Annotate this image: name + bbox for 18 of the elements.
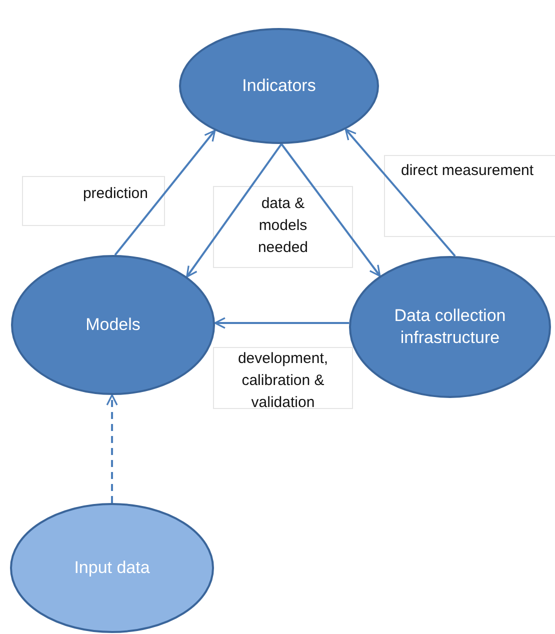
node-label: Data collection infrastructure [394,305,506,349]
node-label: Input data [74,557,150,579]
arrow [214,317,350,329]
edge-label: development, calibration & validation [213,347,353,409]
ellipse-node [179,28,379,144]
edge-label: direct measurement [384,155,555,237]
ellipse-node [349,256,551,398]
ellipse-node [10,503,214,633]
arrow [280,143,381,277]
edge-label: prediction [22,176,165,226]
arrow [114,130,216,256]
arrow [106,394,118,503]
ellipse-node [11,255,215,395]
arrow [186,143,282,278]
node-label: Indicators [242,75,316,97]
node-label: Models [86,314,140,336]
arrow [344,128,456,257]
edge-label: data & models needed [213,186,353,268]
